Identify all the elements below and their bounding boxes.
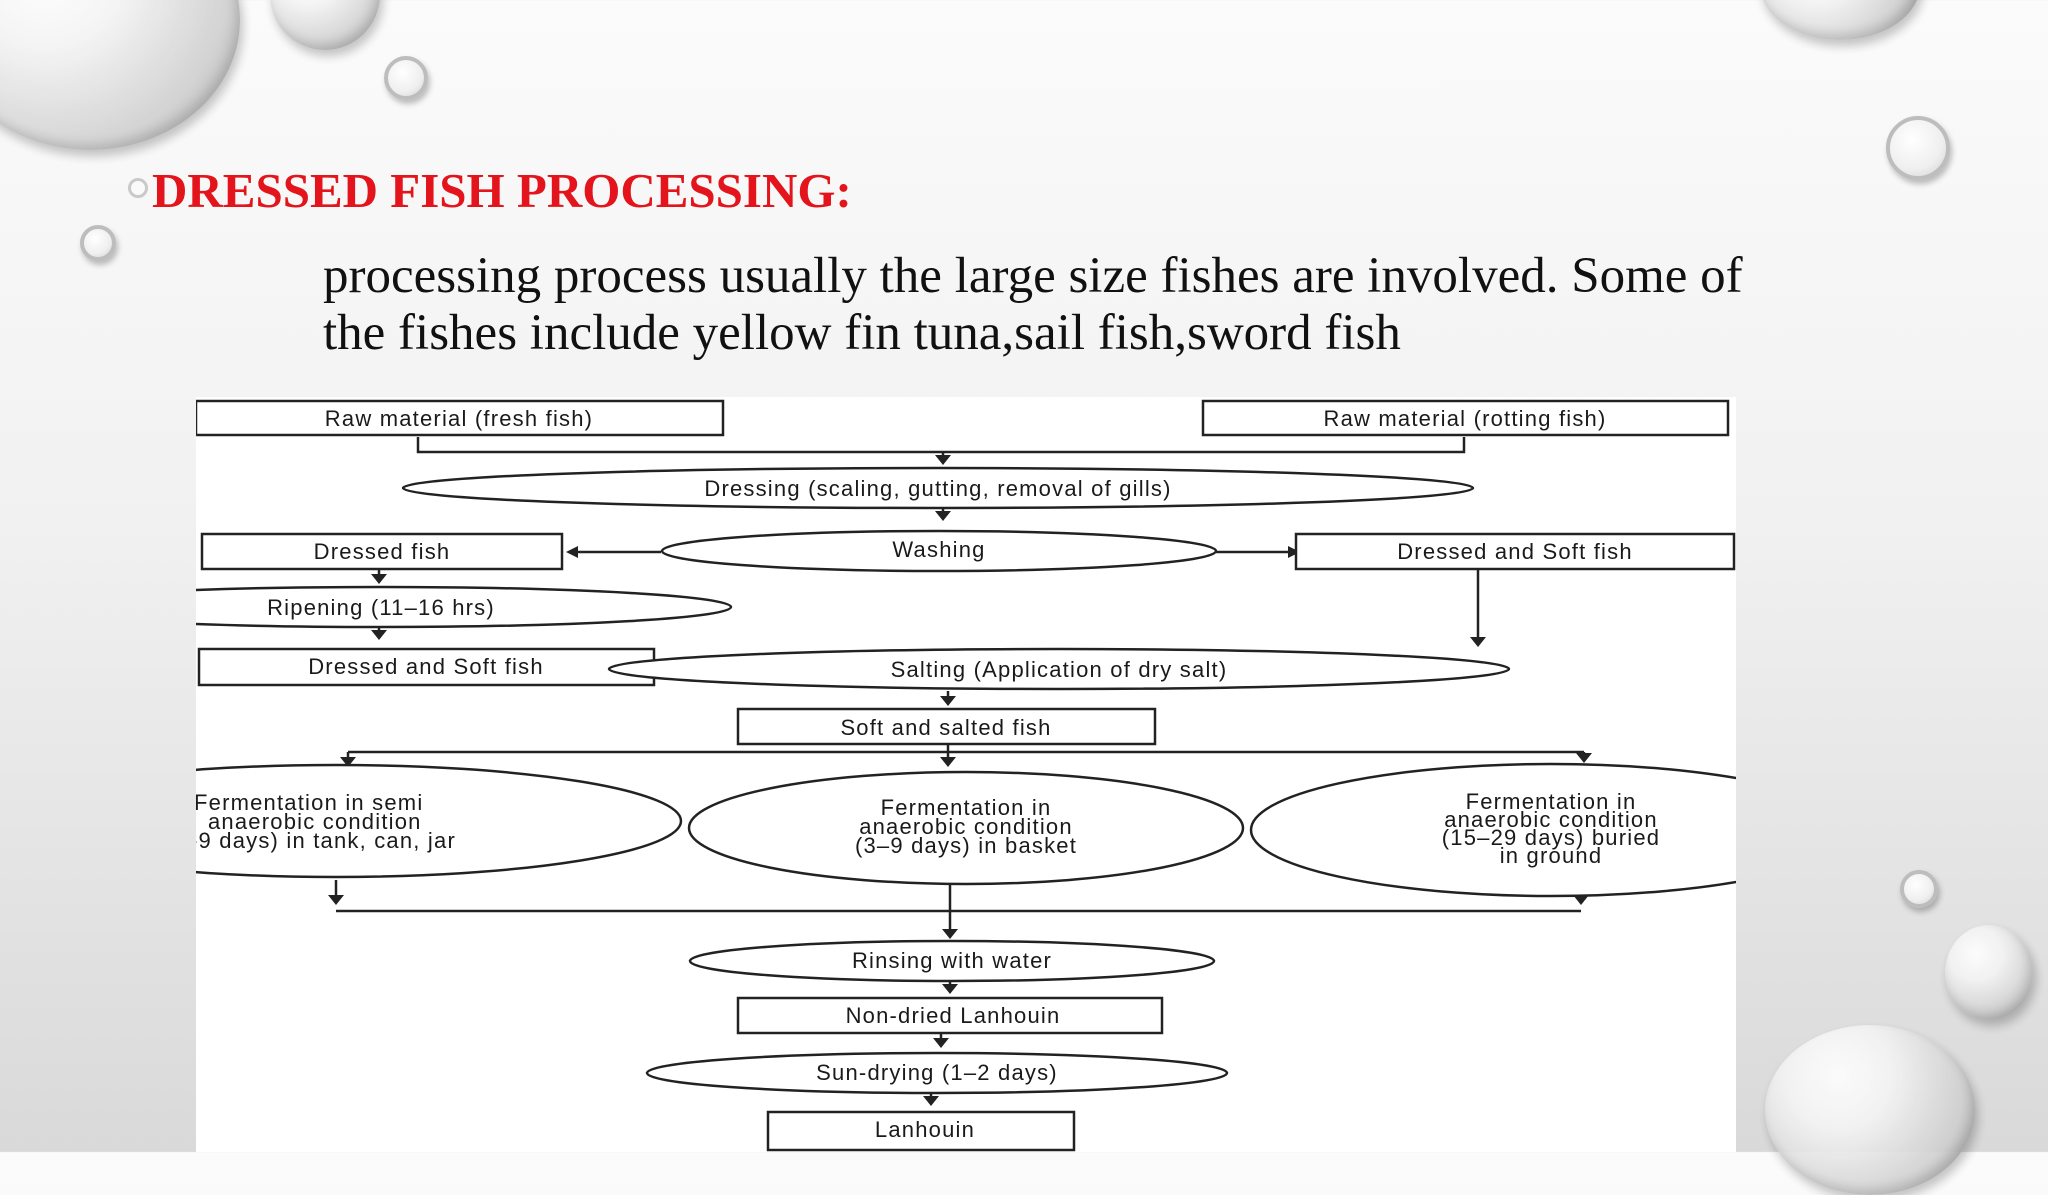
node-label: -9 days) in tank, can, jar	[196, 828, 456, 853]
arrow-head	[933, 1038, 949, 1048]
arrow-head	[942, 984, 958, 994]
water-drop-decoration	[80, 225, 116, 261]
water-drop-decoration	[1760, 0, 1920, 40]
node-fermentation-basket: Fermentation in anaerobic condition (3–9…	[687, 770, 1245, 886]
node-label: anaerobic condition	[208, 809, 422, 834]
arrow-head	[371, 630, 387, 640]
node-label: Non-dried Lanhouin	[846, 1003, 1061, 1028]
water-drop-decoration	[270, 0, 380, 50]
arrow-head	[328, 895, 344, 905]
node-ripening: Ripening (11–16 hrs)	[196, 585, 733, 629]
water-drop-decoration	[1945, 925, 2033, 1020]
node-lanhouin: Lanhouin	[766, 1110, 1076, 1152]
node-raw-material-fresh: Raw material (fresh fish)	[196, 399, 725, 437]
arrow-head	[935, 455, 951, 465]
water-drop-decoration	[1765, 1025, 1975, 1195]
arrow-head	[1576, 753, 1592, 763]
node-label: Sun-drying (1–2 days)	[816, 1060, 1058, 1085]
node-label: Fermentation in semi	[196, 790, 423, 815]
node-salting: Salting (Application of dry salt)	[607, 647, 1511, 691]
water-drop-decoration	[1900, 870, 1938, 908]
node-soft-salted-fish: Soft and salted fish	[736, 707, 1157, 746]
node-raw-material-rotting: Raw material (rotting fish)	[1201, 399, 1730, 437]
arrow-head	[566, 546, 578, 558]
node-dressed-soft-fish-left: Dressed and Soft fish	[197, 647, 656, 687]
title-bullet-icon	[128, 178, 148, 198]
flowchart-connectors	[328, 437, 1592, 1106]
slide-title: DRESSED FISH PROCESSING:	[152, 163, 852, 218]
node-label: (3–9 days) in basket	[855, 833, 1077, 858]
arrow-head	[940, 696, 956, 706]
node-label: Washing	[892, 537, 985, 562]
node-label: Dressed fish	[314, 539, 451, 564]
arrow-head	[923, 1096, 939, 1106]
node-washing: Washing	[660, 529, 1218, 573]
node-non-dried-lanhouin: Non-dried Lanhouin	[736, 996, 1164, 1035]
node-dressing: Dressing (scaling, gutting, removal of g…	[401, 466, 1475, 510]
arrow-head	[371, 574, 387, 584]
node-label: anaerobic condition	[859, 814, 1073, 839]
node-label: in ground	[1500, 843, 1603, 868]
arrow-head	[935, 511, 951, 521]
water-drop-decoration	[0, 0, 240, 150]
node-label: Raw material (fresh fish)	[325, 406, 593, 431]
water-drop-decoration	[1886, 116, 1950, 180]
arrow-head	[940, 757, 956, 767]
node-dressed-fish: Dressed fish	[200, 532, 564, 571]
body-line: the fishes include yellow fin tuna,sail …	[323, 305, 1401, 361]
arrow-head	[1573, 895, 1589, 905]
body-line: processing process usually the large siz…	[323, 248, 1743, 304]
node-label: Dressed and Soft fish	[308, 654, 544, 679]
node-dressed-soft-fish-right: Dressed and Soft fish	[1294, 532, 1736, 571]
node-label: Soft and salted fish	[840, 715, 1051, 740]
node-label: Lanhouin	[875, 1117, 975, 1142]
arrow-head	[1470, 637, 1486, 647]
node-label: Fermentation in	[1466, 789, 1637, 814]
lanhouin-process-flowchart: Raw material (fresh fish) Raw material (…	[196, 397, 1736, 1152]
arrow-head	[340, 757, 356, 767]
node-label: Dressed and Soft fish	[1397, 539, 1633, 564]
node-label: Salting (Application of dry salt)	[891, 657, 1228, 682]
node-label: Dressing (scaling, gutting, removal of g…	[704, 476, 1171, 501]
arrow-head	[942, 929, 958, 939]
node-label: Fermentation in	[881, 795, 1052, 820]
slide-body-text: processing process usually the large siz…	[323, 248, 1983, 362]
node-rinsing: Rinsing with water	[688, 939, 1216, 983]
node-label: Raw material (rotting fish)	[1323, 406, 1606, 431]
node-fermentation-buried: Fermentation in anaerobic condition (15–…	[1249, 762, 1736, 898]
node-sun-drying: Sun-drying (1–2 days)	[645, 1051, 1229, 1095]
node-fermentation-semi-anaerobic: Fermentation in semi anaerobic condition…	[196, 763, 683, 879]
arrow-head	[1288, 546, 1300, 558]
water-drop-decoration	[384, 56, 428, 100]
connector-line	[416, 437, 1466, 454]
node-label: (15–29 days) buried	[1442, 825, 1660, 850]
node-label: Rinsing with water	[852, 948, 1052, 973]
node-label: anaerobic condition	[1444, 807, 1658, 832]
node-label: Ripening (11–16 hrs)	[267, 595, 495, 620]
